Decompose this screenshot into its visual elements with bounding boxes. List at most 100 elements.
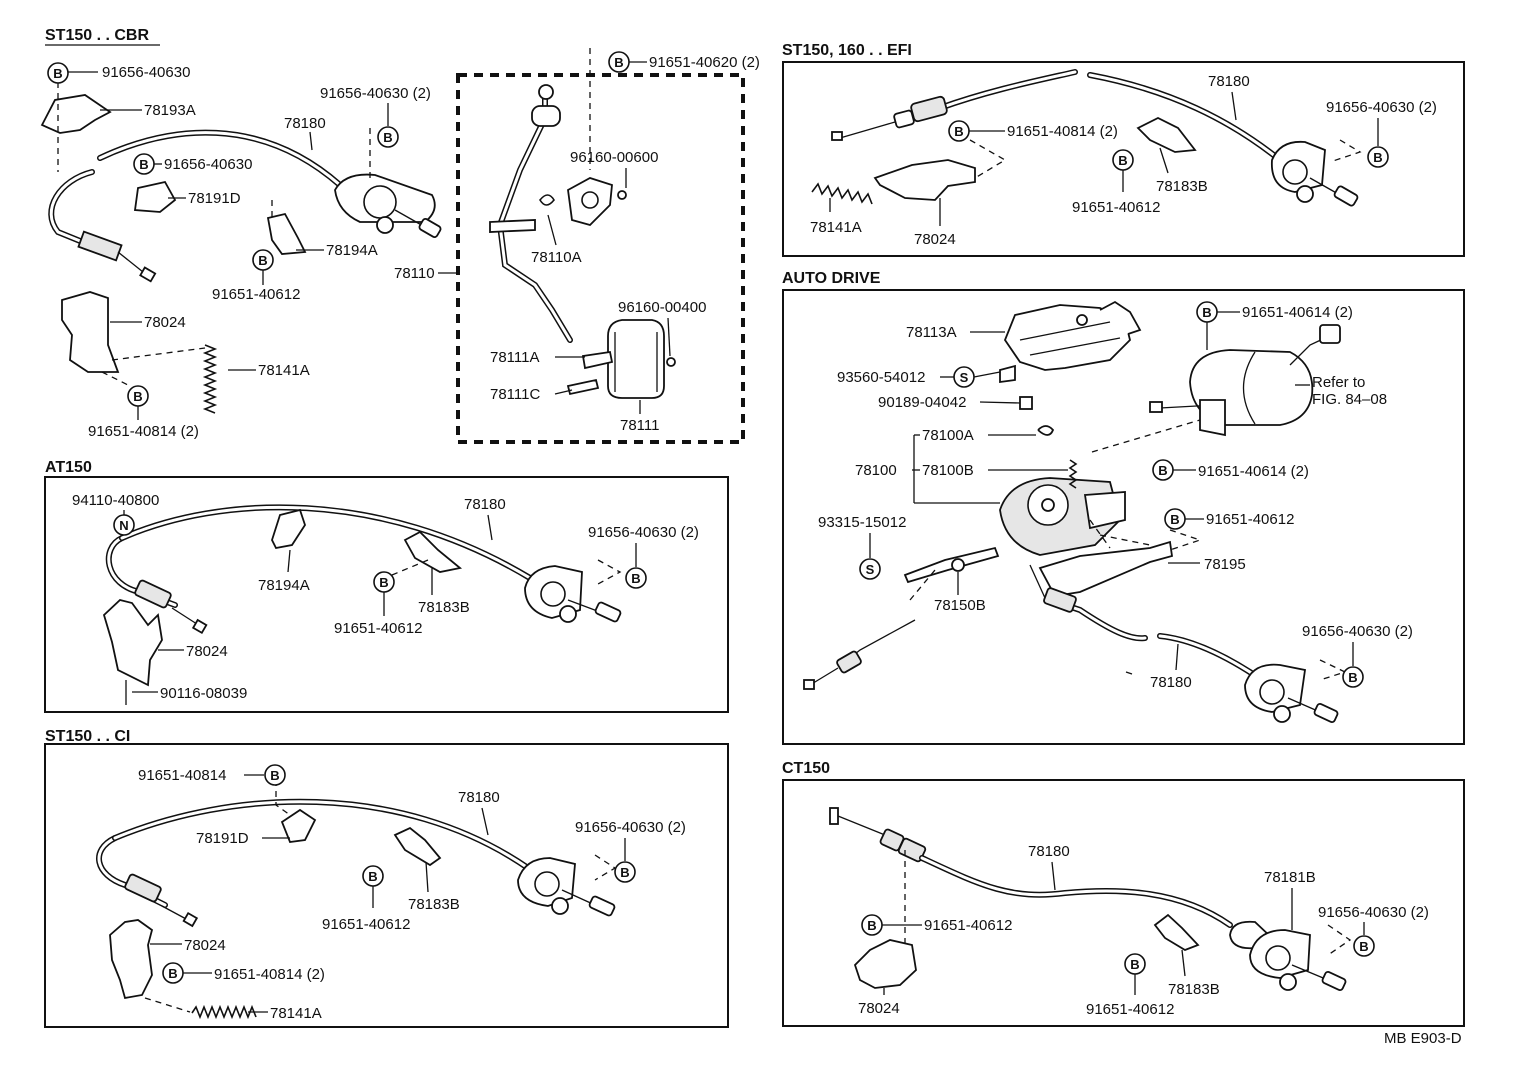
svg-text:B: B xyxy=(1202,305,1211,320)
section-frames xyxy=(44,61,1465,1028)
ct-label-91651-40612-bottom: 91651-40612 xyxy=(1086,1001,1174,1018)
auto-label-78195: 78195 xyxy=(1204,556,1246,573)
efi-label-78183b: 78183B xyxy=(1156,178,1208,195)
svg-text:B: B xyxy=(1130,957,1139,972)
at150-drawing xyxy=(102,504,622,705)
svg-text:B: B xyxy=(133,389,142,404)
ci-label-91651-40814: 91651-40814 xyxy=(138,767,226,784)
svg-text:B: B xyxy=(954,124,963,139)
auto-label-78100: 78100 xyxy=(855,462,897,479)
auto-label-93315-15012: 93315-15012 xyxy=(818,514,906,531)
auto-drive-frame xyxy=(782,289,1465,745)
efi-label-78024: 78024 xyxy=(914,231,956,248)
cbr-label-91651-40612: 91651-40612 xyxy=(212,286,300,303)
svg-text:B: B xyxy=(1170,512,1179,527)
auto-label-91651-40614-2-top: 91651-40614 (2) xyxy=(1242,304,1353,321)
at-label-78024: 78024 xyxy=(186,643,228,660)
svg-text:B: B xyxy=(379,575,388,590)
auto-drive-drawing xyxy=(803,300,1347,723)
section-title-ct150: CT150 xyxy=(782,760,830,777)
ct-label-78180: 78180 xyxy=(1028,843,1070,860)
auto-drive-callouts: 78113A B 91651-40614 (2) 93560-54012 S 9… xyxy=(818,301,1413,691)
svg-text:B: B xyxy=(1373,150,1382,165)
ci-callouts: 91651-40814 B 78180 78191D 91656-40630 (… xyxy=(138,764,686,1022)
auto-label-91651-40614-2-mid: 91651-40614 (2) xyxy=(1198,463,1309,480)
svg-text:B: B xyxy=(1118,153,1127,168)
cbr-label-91656-40630: 91656-40630 xyxy=(102,64,190,81)
at-label-90116-08039: 90116-08039 xyxy=(160,685,247,702)
center-drawing xyxy=(489,48,676,399)
ci-label-78024: 78024 xyxy=(184,937,226,954)
auto-label-fig-84-08: FIG. 84–08 xyxy=(1312,391,1387,408)
ct150-callouts: 78180 78181B B 91651-40612 91656-40630 (… xyxy=(858,843,1429,1018)
efi-label-78180: 78180 xyxy=(1208,73,1250,90)
cbr-label-78141a: 78141A xyxy=(258,362,310,379)
svg-text:S: S xyxy=(960,370,969,385)
center-label-78110a: 78110A xyxy=(531,249,582,266)
svg-text:B: B xyxy=(168,966,177,981)
section-title-st150-160-efi: ST150, 160 . . EFI xyxy=(782,42,912,59)
efi-callouts: 78180 B 91651-40814 (2) 91656-40630 (2) … xyxy=(810,73,1437,248)
ct-label-91656-40630-2: 91656-40630 (2) xyxy=(1318,904,1429,921)
center-callouts: B 91651-40620 (2) 96160-00600 78110A 781… xyxy=(394,51,760,434)
center-label-78111c: 78111C xyxy=(490,386,540,403)
svg-text:B: B xyxy=(867,918,876,933)
svg-text:B: B xyxy=(53,66,62,81)
ci-label-78141a: 78141A xyxy=(270,1005,322,1022)
cbr-label-78194a: 78194A xyxy=(326,242,378,259)
ci-label-78183b: 78183B xyxy=(408,896,460,913)
efi-frame xyxy=(782,61,1465,257)
cbr-label-91656-40630-b: 91656-40630 xyxy=(164,156,252,173)
at-label-94110-40800: 94110-40800 xyxy=(72,492,159,509)
section-title-st150-cbr: ST150 . . CBR xyxy=(45,27,149,44)
ct-label-78024: 78024 xyxy=(858,1000,900,1017)
svg-text:B: B xyxy=(631,571,640,586)
center-label-78111: 78111 xyxy=(620,417,660,434)
svg-text:S: S xyxy=(866,562,875,577)
ci-frame xyxy=(44,743,729,1028)
auto-label-refer-to: Refer to xyxy=(1312,374,1365,391)
ct-label-78183b: 78183B xyxy=(1168,981,1220,998)
center-label-78110: 78110 xyxy=(394,265,435,282)
center-label-96160-00600: 96160-00600 xyxy=(570,149,658,166)
efi-label-91656-40630-2: 91656-40630 (2) xyxy=(1326,99,1437,116)
diagram-code: MB E903-D xyxy=(1384,1030,1462,1047)
at150-callouts: 94110-40800 N 78180 91656-40630 (2) B 78… xyxy=(72,492,699,702)
ci-drawing xyxy=(96,780,617,1020)
at-label-78180: 78180 xyxy=(464,496,506,513)
cbr-label-78193a: 78193A xyxy=(144,102,196,119)
at150-frame xyxy=(44,476,729,713)
at-label-78194a: 78194A xyxy=(258,577,310,594)
cbr-label-91656-40630-2: 91656-40630 (2) xyxy=(320,85,431,102)
ci-label-78180: 78180 xyxy=(458,789,500,806)
center-assembly-frame xyxy=(456,73,745,444)
cbr-label-78180: 78180 xyxy=(284,115,326,132)
efi-label-91651-40814-2: 91651-40814 (2) xyxy=(1007,123,1118,140)
svg-text:B: B xyxy=(1348,670,1357,685)
svg-text:N: N xyxy=(119,518,128,533)
svg-text:B: B xyxy=(258,253,267,268)
section-title-auto-drive: AUTO DRIVE xyxy=(782,270,881,287)
svg-text:B: B xyxy=(383,130,392,145)
ci-label-78191d: 78191D xyxy=(196,830,249,847)
efi-label-78141a: 78141A xyxy=(810,219,862,236)
at-label-91656-40630-2: 91656-40630 (2) xyxy=(588,524,699,541)
cbr-drawing xyxy=(40,82,442,414)
svg-text:B: B xyxy=(270,768,279,783)
center-label-91651-40620-2: 91651-40620 (2) xyxy=(649,54,760,71)
ct150-drawing xyxy=(829,807,1352,991)
ct-label-78181b: 78181B xyxy=(1264,869,1316,886)
ci-label-91651-40612: 91651-40612 xyxy=(322,916,410,933)
center-label-78111a: 78111A xyxy=(490,349,540,366)
efi-drawing xyxy=(811,69,1362,207)
cbr-label-78024: 78024 xyxy=(144,314,186,331)
at-label-78183b: 78183B xyxy=(418,599,470,616)
svg-text:B: B xyxy=(139,157,148,172)
auto-label-90189-04042: 90189-04042 xyxy=(878,394,966,411)
svg-text:B: B xyxy=(1359,939,1368,954)
svg-text:B: B xyxy=(368,869,377,884)
cbr-label-91651-40814-2: 91651-40814 (2) xyxy=(88,423,199,440)
cbr-label-78191d: 78191D xyxy=(188,190,241,207)
efi-label-91651-40612: 91651-40612 xyxy=(1072,199,1160,216)
